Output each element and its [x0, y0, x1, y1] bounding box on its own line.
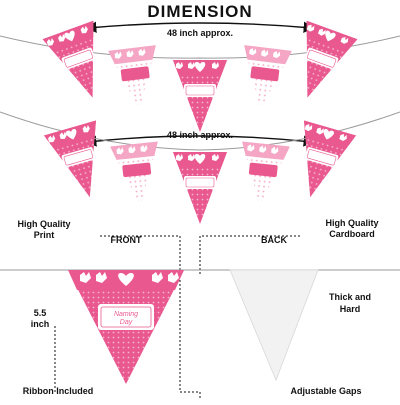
page-title: DIMENSION — [147, 2, 252, 21]
ribbon-label: Ribbon Included — [23, 386, 94, 396]
handprint-icon — [96, 272, 107, 283]
flag-white — [108, 45, 164, 113]
flag-pink — [281, 20, 358, 108]
height-label-line1: 5.5 — [34, 308, 47, 318]
flag-pink — [43, 120, 117, 205]
flag-white — [236, 45, 292, 113]
flag-pink — [172, 59, 228, 133]
dimension-label-top: 48 inch approx. — [167, 28, 233, 38]
front-flag: Naming Day — [68, 270, 184, 384]
flag-text-line2: Day — [120, 319, 133, 326]
height-label-line2: inch — [31, 319, 50, 329]
handprint-icon — [152, 272, 163, 283]
back-flag — [229, 269, 319, 382]
thick-label-line1: Thick and — [329, 292, 371, 302]
flag-white — [235, 141, 290, 209]
heart-icon — [118, 273, 134, 286]
callout-lines — [54, 235, 300, 398]
print-label-line2: Print — [34, 230, 55, 240]
flag-text-line1: Naming — [114, 311, 138, 318]
gaps-label: Adjustable Gaps — [290, 386, 361, 396]
double-arrow-icon — [85, 21, 315, 33]
handprint-icon — [80, 272, 91, 283]
dimension-label-second: 48 inch approx. — [167, 130, 233, 140]
flag-pink — [42, 20, 119, 108]
cardboard-label-line1: High Quality — [325, 218, 378, 228]
flag-pink — [283, 120, 357, 205]
print-label-line1: High Quality — [17, 219, 70, 229]
cardboard-label-line2: Cardboard — [329, 229, 375, 239]
handprint-icon — [168, 272, 179, 283]
flag-white — [110, 141, 165, 209]
thick-label-line2: Hard — [340, 304, 361, 314]
back-label: BACK — [261, 235, 287, 245]
front-label: FRONT — [111, 235, 142, 245]
flag-pink — [172, 151, 228, 225]
double-arrow-icon — [85, 135, 315, 147]
